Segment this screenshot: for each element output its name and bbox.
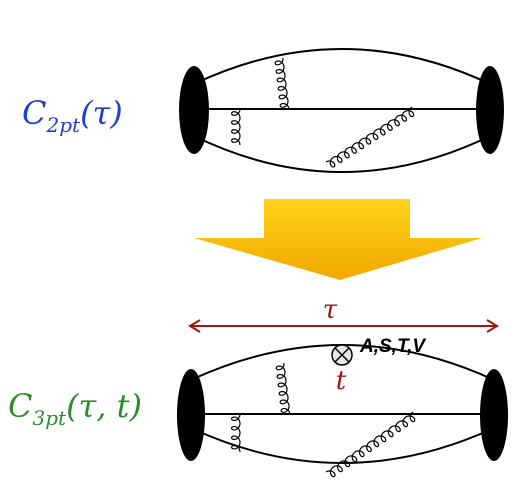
c3pt-sink-blob xyxy=(480,369,508,461)
c2pt-label-sub: 2pt xyxy=(45,113,81,137)
c3pt-gluon-diagonal xyxy=(325,411,416,478)
three-point-diagram xyxy=(177,344,508,478)
c2pt-upper-quark-line xyxy=(193,48,491,85)
c2pt-source-blob xyxy=(179,66,209,154)
c3pt-lower-quark-line xyxy=(190,427,495,464)
tau-span-arrow xyxy=(188,319,499,333)
insertion-time-label: t xyxy=(336,366,347,396)
c3pt-source-blob xyxy=(177,369,205,461)
c2pt-label-main: C xyxy=(22,94,46,132)
c3pt-gluon-left xyxy=(230,413,241,453)
c2pt-label: C2pt(τ) xyxy=(22,94,123,137)
tau-arrowhead-left xyxy=(188,319,201,333)
c2pt-gluon-left xyxy=(230,108,241,146)
c2pt-lower-quark-line xyxy=(193,135,491,173)
c3pt-label: C3pt(τ, t) xyxy=(8,387,142,430)
c3pt-gluon-top xyxy=(275,362,291,415)
c2pt-label-args: (τ) xyxy=(80,94,123,132)
c3pt-label-args: (τ, t) xyxy=(66,387,142,425)
tau-label: τ xyxy=(323,295,338,325)
c3pt-label-main: C xyxy=(8,387,32,425)
operator-label: A,S,T,V xyxy=(359,336,426,357)
two-point-diagram xyxy=(179,48,504,173)
insertion-cross-b xyxy=(334,347,350,363)
c2pt-sink-blob xyxy=(476,66,504,154)
current-insertion-marker xyxy=(331,344,353,366)
tau-arrowhead-right xyxy=(486,319,499,333)
c2pt-gluon-top xyxy=(274,57,290,110)
transition-down-arrow xyxy=(194,199,482,280)
c3pt-label-sub: 3pt xyxy=(32,406,67,430)
c2pt-gluon-diagonal xyxy=(325,106,415,168)
